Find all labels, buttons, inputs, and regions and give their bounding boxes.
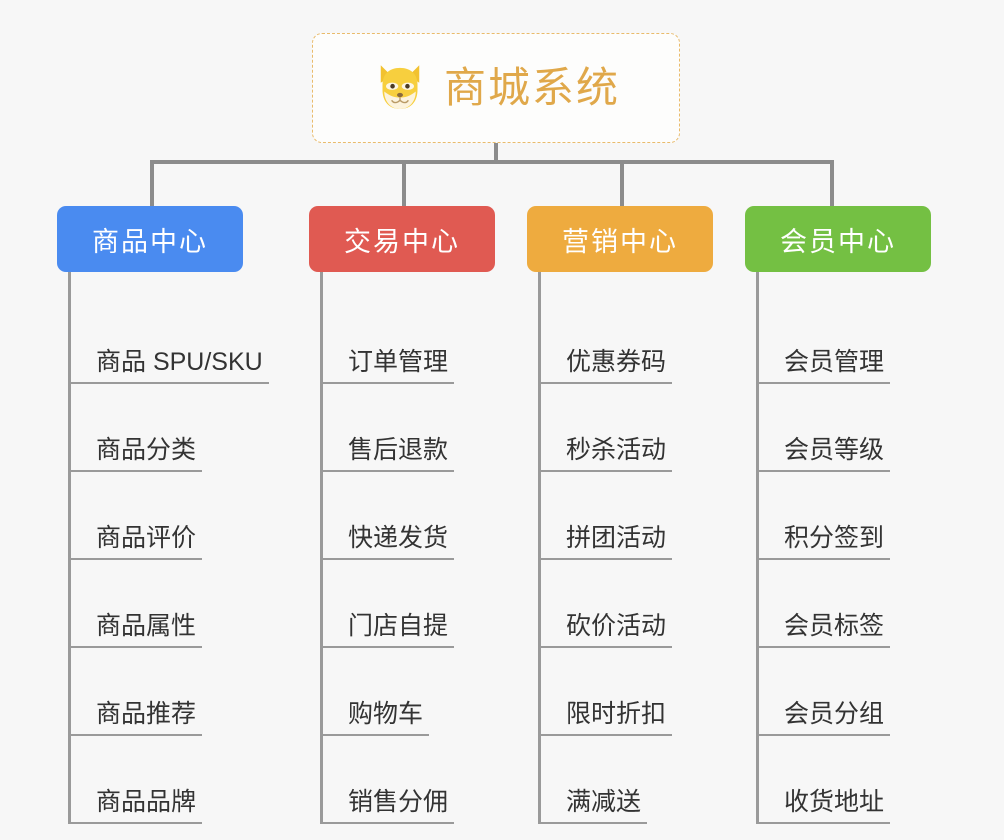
leaf-label: 满减送	[538, 789, 648, 824]
leaf-label: 商品分类	[68, 437, 203, 472]
leaf-item[interactable]: 会员管理	[756, 296, 931, 384]
leaf-item[interactable]: 满减送	[538, 736, 713, 824]
category-header-3-label: 营销中心	[562, 226, 678, 257]
leaf-item[interactable]: 积分签到	[756, 472, 931, 560]
leaf-item[interactable]: 会员分组	[756, 648, 931, 736]
leaf-item[interactable]: 商品推荐	[68, 648, 269, 736]
leaf-item[interactable]: 商品品牌	[68, 736, 269, 824]
category-column-4: 会员中心 会员管理 会员等级 积分签到 会员标签 会员分组 收货地址	[745, 206, 931, 824]
leaf-label: 优惠券码	[538, 349, 673, 384]
leaf-label: 快递发货	[320, 525, 455, 560]
leaf-label: 秒杀活动	[538, 437, 673, 472]
category-header-4[interactable]: 会员中心	[745, 206, 931, 272]
leaf-label: 限时折扣	[538, 701, 673, 736]
leaf-item[interactable]: 限时折扣	[538, 648, 713, 736]
leaf-item[interactable]: 会员等级	[756, 384, 931, 472]
leaf-item[interactable]: 销售分佣	[320, 736, 495, 824]
leaf-item[interactable]: 售后退款	[320, 384, 495, 472]
leaf-item[interactable]: 订单管理	[320, 296, 495, 384]
leaf-label: 商品品牌	[68, 789, 203, 824]
leaf-item[interactable]: 商品分类	[68, 384, 269, 472]
leaf-label: 收货地址	[756, 789, 891, 824]
trunk-line-1	[68, 272, 71, 824]
leaf-item[interactable]: 收货地址	[756, 736, 931, 824]
category-header-2-label: 交易中心	[344, 226, 460, 257]
trunk-line-3	[538, 272, 541, 824]
leaf-item[interactable]: 快递发货	[320, 472, 495, 560]
leaf-item[interactable]: 拼团活动	[538, 472, 713, 560]
leaf-item[interactable]: 会员标签	[756, 560, 931, 648]
connector-drop-2	[402, 160, 406, 206]
leaf-label: 会员分组	[756, 701, 891, 736]
leaf-list-2: 订单管理 售后退款 快递发货 门店自提 购物车 销售分佣	[309, 272, 495, 824]
category-header-3[interactable]: 营销中心	[527, 206, 713, 272]
leaf-label: 订单管理	[320, 349, 455, 384]
leaf-label: 售后退款	[320, 437, 455, 472]
leaf-item[interactable]: 商品 SPU/SKU	[68, 296, 269, 384]
leaf-label: 会员管理	[756, 349, 891, 384]
leaf-label: 商品推荐	[68, 701, 203, 736]
trunk-line-4	[756, 272, 759, 824]
category-header-4-label: 会员中心	[780, 226, 896, 257]
leaf-label: 会员标签	[756, 613, 891, 648]
leaf-label: 商品 SPU/SKU	[68, 349, 269, 384]
leaf-item[interactable]: 购物车	[320, 648, 495, 736]
category-header-1-label: 商品中心	[92, 226, 208, 257]
category-column-3: 营销中心 优惠券码 秒杀活动 拼团活动 砍价活动 限时折扣 满减送	[527, 206, 713, 824]
leaf-item[interactable]: 商品评价	[68, 472, 269, 560]
leaf-label: 商品属性	[68, 613, 203, 648]
category-header-1[interactable]: 商品中心	[57, 206, 243, 272]
leaf-label: 砍价活动	[538, 613, 673, 648]
category-header-2[interactable]: 交易中心	[309, 206, 495, 272]
root-title: 商城系统	[443, 64, 620, 111]
root-node-card[interactable]: 商城系统	[312, 33, 680, 143]
leaf-label: 积分签到	[756, 525, 891, 560]
leaf-label: 会员等级	[756, 437, 891, 472]
leaf-item[interactable]: 商品属性	[68, 560, 269, 648]
leaf-item[interactable]: 秒杀活动	[538, 384, 713, 472]
leaf-item[interactable]: 优惠券码	[538, 296, 713, 384]
leaf-list-1: 商品 SPU/SKU 商品分类 商品评价 商品属性 商品推荐 商品品牌	[57, 272, 269, 824]
connector-drop-1	[150, 160, 154, 206]
connector-root-stem	[494, 143, 498, 163]
shiba-dog-face-icon	[380, 65, 420, 109]
leaf-label: 拼团活动	[538, 525, 673, 560]
leaf-label: 门店自提	[320, 613, 455, 648]
leaf-list-4: 会员管理 会员等级 积分签到 会员标签 会员分组 收货地址	[745, 272, 931, 824]
connector-horizontal-bus	[150, 160, 834, 164]
connector-drop-4	[830, 160, 834, 206]
leaf-item[interactable]: 砍价活动	[538, 560, 713, 648]
leaf-list-3: 优惠券码 秒杀活动 拼团活动 砍价活动 限时折扣 满减送	[527, 272, 713, 824]
connector-drop-3	[620, 160, 624, 206]
leaf-label: 商品评价	[68, 525, 203, 560]
leaf-label: 销售分佣	[320, 789, 455, 824]
leaf-item[interactable]: 门店自提	[320, 560, 495, 648]
category-column-1: 商品中心 商品 SPU/SKU 商品分类 商品评价 商品属性 商品推荐 商品品牌	[57, 206, 269, 824]
leaf-label: 购物车	[320, 701, 430, 736]
category-column-2: 交易中心 订单管理 售后退款 快递发货 门店自提 购物车 销售分佣	[309, 206, 495, 824]
trunk-line-2	[320, 272, 323, 824]
